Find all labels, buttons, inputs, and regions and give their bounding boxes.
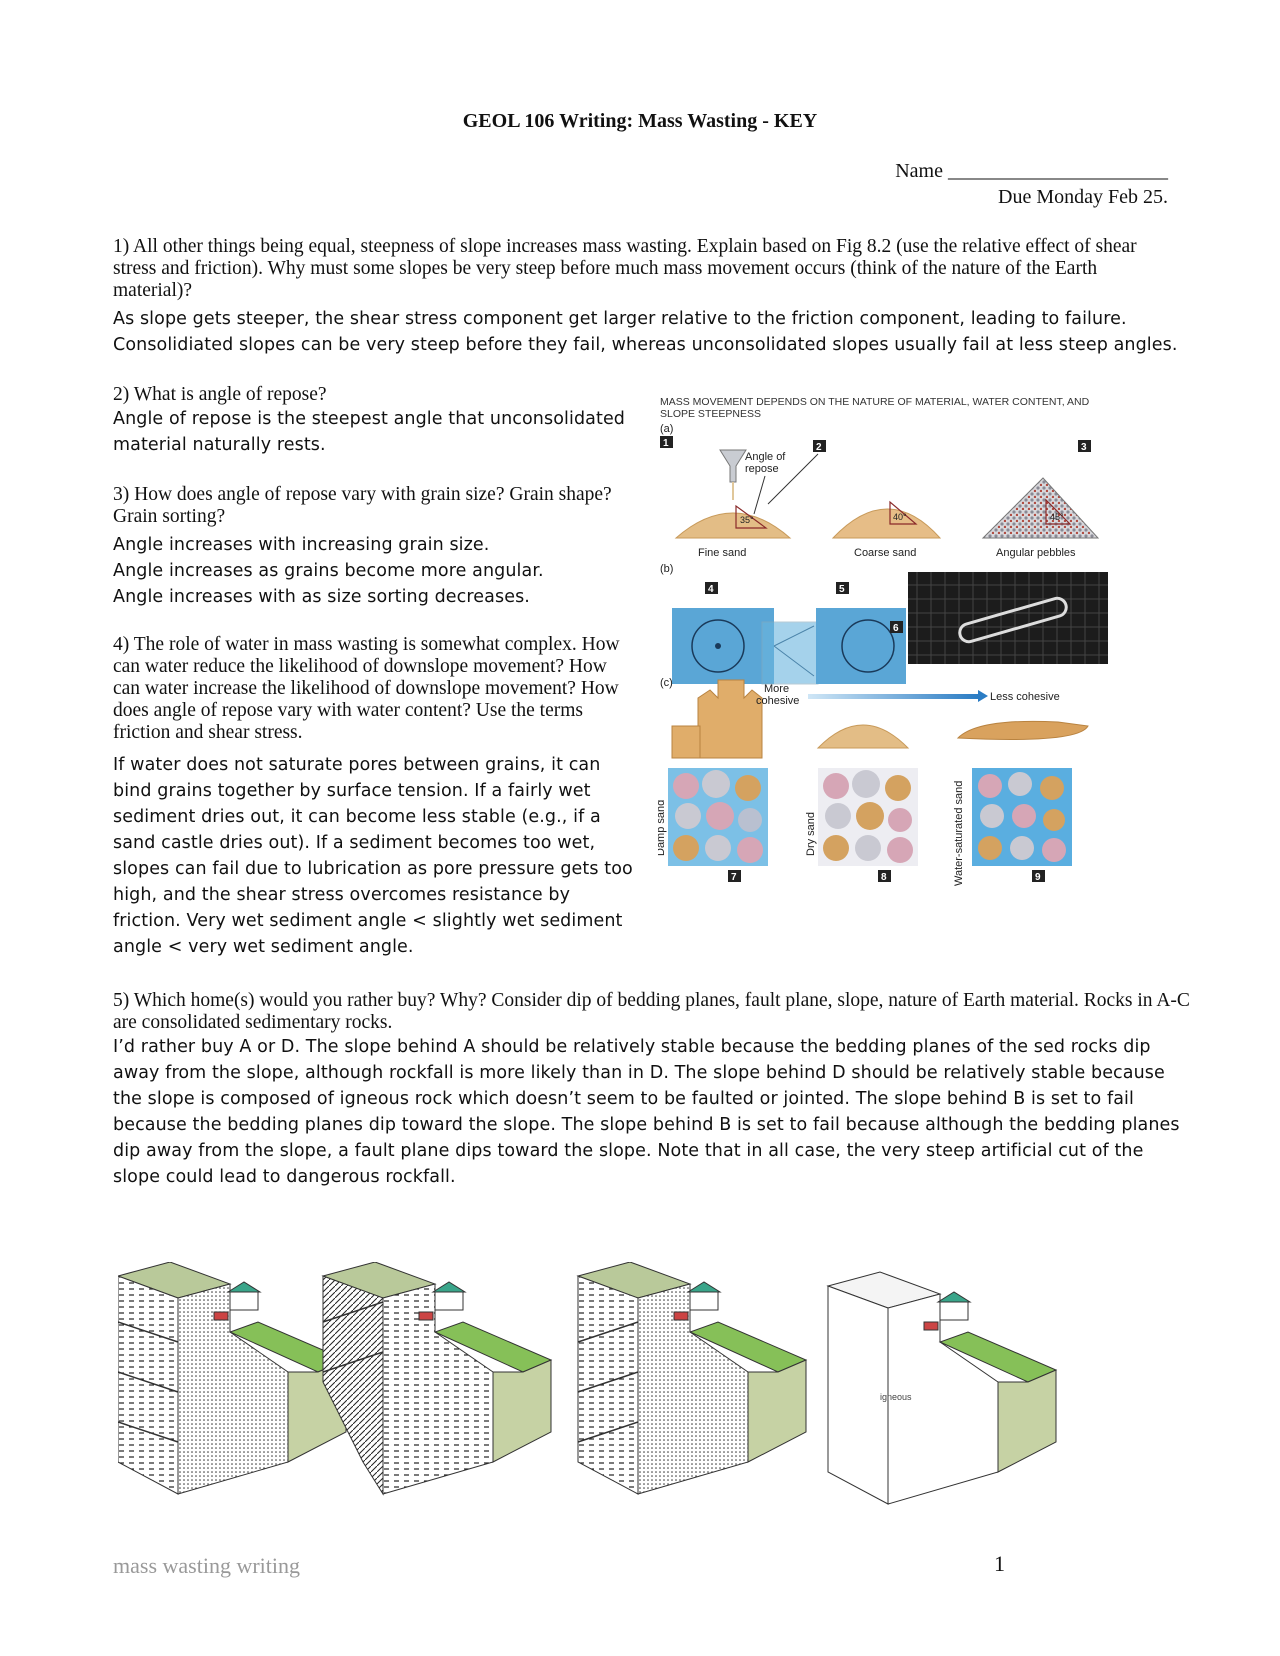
figure-illustration: (a) 1 35° Angle of repose 2 Fine sand 40…: [658, 423, 1108, 886]
angle-fine-label: 35°: [740, 515, 754, 525]
marker-1-number: 1: [663, 438, 669, 449]
marker-6: [890, 621, 903, 633]
more-cohesive-2: cohesive: [756, 695, 799, 707]
coarse-sand-label: Coarse sand: [854, 547, 916, 559]
marker-8-number: 8: [881, 872, 887, 883]
question-5: 5) Which home(s) would you rather buy? W…: [113, 990, 1190, 1033]
answer-1: As slope gets steeper, the shear stress …: [113, 309, 1178, 355]
angular-pebbles-pile: [981, 477, 1100, 539]
igneous-label: igneous: [880, 1392, 912, 1402]
funnel-icon: [719, 449, 747, 483]
paperclip-icon: [958, 596, 1068, 644]
angle-coarse-label: 40°: [893, 512, 907, 522]
question-1: 1) All other things being equal, steepne…: [113, 236, 1137, 301]
answer-4: If water does not saturate pores between…: [113, 755, 633, 957]
marker-5-number: 5: [839, 584, 845, 595]
marker-7-number: 7: [731, 872, 737, 883]
question-3: 3) How does angle of repose vary with gr…: [113, 484, 612, 527]
water-saturated-sand-grains: [972, 768, 1072, 866]
angle-pebbles-label: 45°: [1050, 512, 1064, 522]
marker-4: [705, 582, 718, 594]
beaker: [761, 621, 819, 685]
answer-5: I’d rather buy A or D. The slope behind …: [113, 1037, 1180, 1187]
fine-sand-label: Fine sand: [698, 547, 746, 559]
fine-sand-pile: [674, 512, 792, 539]
angular-pebbles-label: Angular pebbles: [996, 547, 1076, 559]
home-slope-diagrams: igneous: [116, 1261, 1123, 1522]
marker-7: [728, 870, 741, 882]
marker-9-number: 9: [1035, 872, 1041, 883]
figure-caption: MASS MOVEMENT DEPENDS ON THE NATURE OF M…: [660, 396, 1090, 420]
marker-1: [660, 436, 673, 448]
panel-c-label: (c): [660, 677, 673, 689]
answer-3: Angle increases with increasing grain si…: [113, 532, 633, 610]
marker-4-number: 4: [708, 584, 714, 595]
dry-sand-label: Dry sand: [805, 812, 817, 856]
question-2: 2) What is angle of repose?: [113, 384, 327, 405]
panel-b-label: (b): [660, 563, 673, 575]
water-saturated-sand-label: Water-saturated sand: [953, 781, 965, 886]
footer-title: mass wasting writing: [113, 1553, 300, 1578]
angle-of-repose-label-2: repose: [745, 463, 779, 475]
diagram-a: [116, 1261, 348, 1495]
coarse-sand-pile: [831, 508, 942, 539]
cohesion-arrow: [808, 694, 978, 699]
mass-movement-figure: MASS MOVEMENT DEPENDS ON THE NATURE OF M…: [658, 396, 1118, 916]
marker-9: [1032, 870, 1045, 882]
marker-2-number: 2: [816, 442, 822, 453]
marker-3-number: 3: [1081, 442, 1087, 453]
due-date: Due Monday Feb 25.: [998, 186, 1168, 208]
document-title: GEOL 106 Writing: Mass Wasting - KEY: [462, 110, 818, 132]
angle-of-repose-label-1: Angle of: [745, 451, 786, 463]
answer-2: Angle of repose is the steepest angle th…: [113, 409, 626, 455]
answer-3-line: Angle increases with as size sorting dec…: [113, 587, 530, 607]
question-4: 4) The role of water in mass wasting is …: [113, 634, 620, 743]
dry-sand-grains: [818, 768, 918, 866]
paperclip-panel: [908, 572, 1108, 664]
dry-sand-pile: [816, 724, 910, 749]
damp-sand-grains: [668, 768, 768, 866]
page-number: 1: [994, 1551, 1005, 1576]
less-cohesive-label: Less cohesive: [990, 691, 1060, 703]
more-cohesive-1: More: [764, 683, 789, 695]
home-diagrams-illustration: igneous: [116, 1261, 1058, 1505]
water-droplet-panel: [672, 608, 774, 684]
diagram-b: [321, 1261, 553, 1496]
marker-3: [1078, 440, 1091, 452]
answer-3-line: Angle increases as grains become more an…: [113, 561, 544, 581]
damp-sand-label: Damp sand: [658, 800, 667, 856]
answer-3-line: Angle increases with increasing grain si…: [113, 535, 490, 555]
marker-5: [836, 582, 849, 594]
diagram-d: igneous: [826, 1271, 1058, 1505]
diagram-c: [576, 1261, 808, 1495]
saturated-sand-slump: [956, 720, 1089, 740]
sand-castle: [697, 679, 763, 759]
panel-a-label: (a): [660, 423, 673, 435]
name-field-line: Name ______________________: [895, 160, 1168, 182]
marker-6-number: 6: [893, 623, 899, 634]
marker-8: [878, 870, 891, 882]
surface-tension-panel: [816, 608, 906, 684]
marker-2: [813, 440, 826, 452]
